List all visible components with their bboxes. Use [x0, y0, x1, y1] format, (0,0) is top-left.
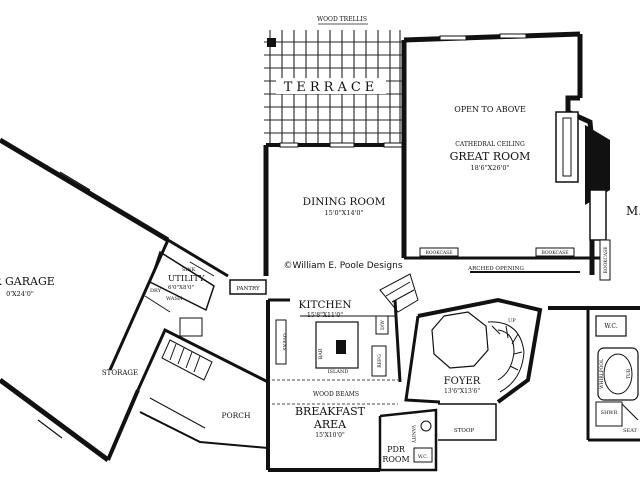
label-porch: PORCH: [221, 411, 251, 420]
fireplace: [555, 111, 610, 241]
pdr-wc-box: [413, 447, 433, 463]
label-foyer: FOYER: [444, 376, 481, 387]
garage-door-mark-2: [37, 419, 63, 439]
drop-box: [179, 317, 203, 337]
label-shwr: SHWR: [601, 410, 618, 416]
master-bath-walls: [548, 306, 640, 442]
label-tub: TUB: [626, 368, 632, 379]
label-dry: DRY: [150, 288, 162, 294]
dining-windows: [279, 142, 403, 148]
rear-stair: [379, 273, 419, 313]
label-sink: SINK: [182, 267, 196, 273]
label-garage: R GARAGE: [0, 275, 55, 288]
label-bookcase-left: BOOKCASE: [425, 250, 452, 256]
label-terrace: TERRACE: [284, 80, 379, 95]
label-cathedral-ceiling: CATHEDRAL CEILING: [455, 141, 525, 148]
label-island: ISLAND: [328, 369, 349, 375]
label-great-room: GREAT ROOM: [450, 150, 531, 163]
trellis-post: [267, 38, 276, 47]
foyer-octagon: [431, 311, 489, 369]
tub-basin: [603, 353, 633, 395]
label-ovens: OVENS: [281, 333, 287, 350]
label-master-partial: M.: [626, 204, 640, 218]
island-sink: [336, 340, 346, 354]
label-wood-trellis: WOOD TRELLIS: [317, 16, 367, 23]
label-area: AREA: [313, 418, 347, 431]
label-wood-beams: WOOD BEAMS: [313, 391, 359, 398]
wc-box: [595, 315, 627, 337]
label-whirlpool: WHIRLPOOL: [599, 359, 605, 389]
pdr-sink: [420, 420, 432, 432]
label-pantry: PANTRY: [236, 286, 260, 292]
label-seat: SEAT: [623, 428, 637, 434]
stoop: [438, 403, 497, 441]
porch-walls: [139, 397, 269, 449]
garage-walls: [0, 137, 229, 463]
label-utility: UTILITY: [168, 274, 205, 284]
label-storage: STORAGE: [102, 369, 138, 377]
label-bookcase-vert: BOOKCASE: [603, 246, 609, 273]
label-arched-opening: ARCHED OPENING: [467, 266, 524, 272]
refrigerator: [371, 345, 387, 377]
label-wash: WASH: [166, 296, 183, 302]
wood-beams: [272, 379, 398, 405]
seat-mark: [621, 403, 639, 421]
label-credit: ©William E. Poole Designs: [283, 261, 402, 271]
shower: [595, 401, 623, 427]
label-dining-room-dim: 15'0"X14'0": [325, 209, 364, 217]
label-refg: REFG: [377, 354, 383, 368]
label-breakfast-dim: 15'X10'0": [315, 432, 345, 439]
label-utility-dim: 6'0"X8'0": [168, 285, 194, 291]
great-room-windows: [439, 33, 527, 41]
curved-stair: [487, 321, 525, 393]
bookcase-left: [419, 247, 459, 257]
trellis-label-bg: [316, 14, 368, 24]
terrace-label-bg: [276, 78, 386, 94]
storage-wall: [136, 327, 269, 391]
label-wc: W.C.: [604, 323, 617, 330]
label-bookcase-right: BOOKCASE: [541, 250, 568, 256]
bookcase-right: [535, 247, 575, 257]
storage-stair: [161, 339, 213, 381]
label-garage-dim: 0'X24'0": [6, 290, 34, 298]
label-stoop: STOOP: [454, 428, 474, 434]
label-dining-room: DINING ROOM: [303, 196, 386, 208]
garage-door-mark: [59, 171, 91, 191]
pantry-box: [229, 279, 267, 295]
label-great-room-dim: 18'6"X26'0": [471, 164, 510, 172]
label-wc-small: W.C.: [418, 454, 429, 460]
label-breakfast: BREAKFAST: [295, 405, 366, 418]
foyer-walls: [404, 297, 543, 404]
label-dw: D/W: [380, 320, 386, 330]
label-kitchen: KITCHEN: [298, 299, 351, 311]
label-kitchen-dim: 15'8"X11'0": [307, 312, 343, 319]
ovens: [275, 319, 287, 365]
kitchen-walls: [266, 298, 402, 472]
bookcase-vert: [599, 239, 611, 281]
label-up: UP: [508, 318, 516, 324]
label-pdr: PDR: [387, 445, 406, 454]
pdr-room-walls: [378, 408, 438, 472]
label-vanity: VANITY: [410, 424, 416, 444]
label-open-to-above: OPEN TO ABOVE: [454, 105, 526, 114]
utility-walls: [144, 250, 215, 313]
label-pdr-room: ROOM: [382, 455, 409, 464]
label-bar: BAR: [318, 348, 324, 359]
label-foyer-dim: 13'6"X13'6": [444, 388, 480, 395]
